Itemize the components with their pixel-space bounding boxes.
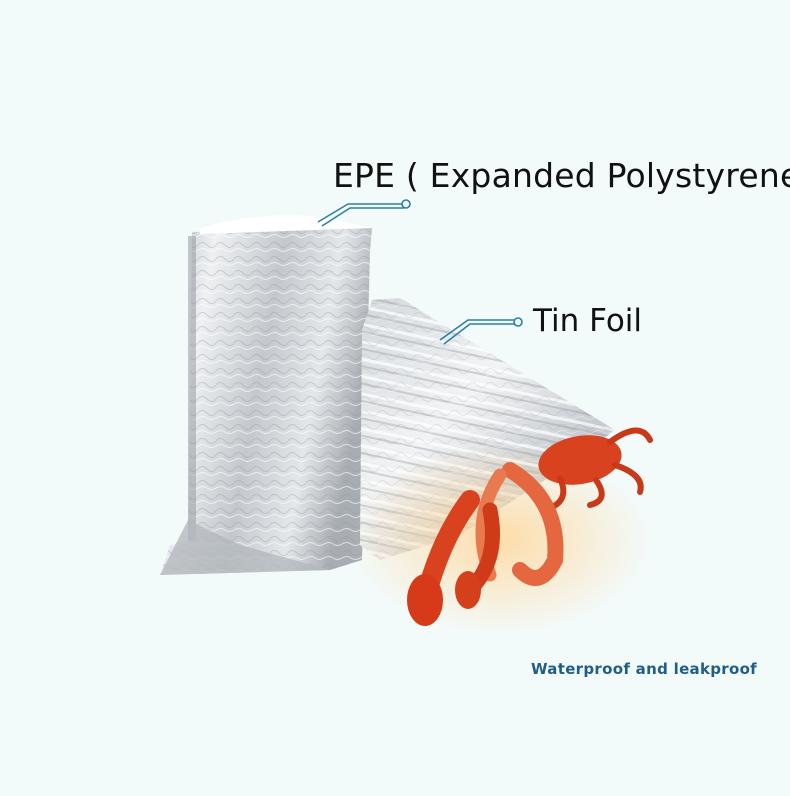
tin-foil-callout-dot-icon <box>513 317 523 327</box>
tin-foil-label: Tin Foil <box>533 303 643 339</box>
caption: Waterproof and leakproof <box>531 660 758 678</box>
epe-label: EPE ( Expanded Polystyrene <box>333 156 790 195</box>
epe-callout-line <box>317 199 411 227</box>
tin-foil-callout-line <box>439 317 523 345</box>
standing-foil-bag <box>160 215 372 575</box>
epe-callout-dot-icon <box>401 199 411 209</box>
seafood <box>350 427 653 635</box>
